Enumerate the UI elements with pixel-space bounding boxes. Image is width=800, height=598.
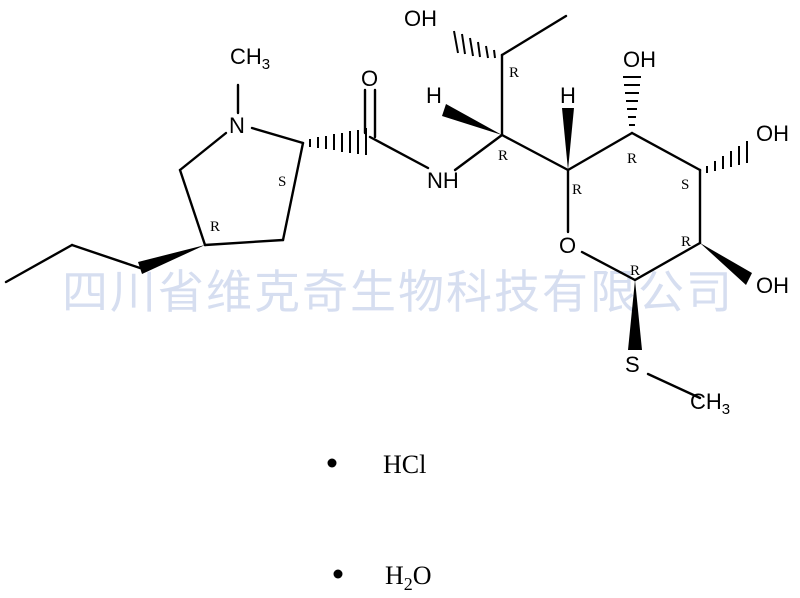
wedge-h-ring — [562, 108, 574, 170]
hashed-bond-side-oh — [453, 30, 496, 59]
atom-label-n-methyl: CH3 — [230, 44, 270, 73]
atom-label-n: N — [229, 113, 245, 138]
stereo-label: R — [509, 65, 519, 81]
hashed-bond-oh-right — [706, 141, 748, 173]
atom-label-side-oh: OH — [404, 6, 437, 31]
watermark: 四川省维克奇生物科技有限公司 — [62, 265, 734, 319]
atom-label-oh-top: OH — [623, 47, 656, 72]
atom-label-s: S — [625, 352, 640, 377]
wedge-s — [628, 280, 642, 350]
propyl-chain — [4, 243, 205, 284]
carbonyl — [363, 88, 430, 170]
atom-label-oh-bottom: OH — [756, 273, 789, 298]
stereo-label: R — [627, 151, 637, 167]
hashed-bond-oh-top — [623, 76, 641, 126]
stereo-label: R — [681, 234, 691, 250]
stereo-label: S — [681, 177, 689, 193]
atom-label-carbonyl-o: O — [361, 66, 378, 91]
pyranose-ring — [500, 131, 702, 282]
atom-label-ring-o: O — [559, 233, 576, 258]
atom-label-oh-right: OH — [756, 121, 789, 146]
stereo-label: R — [498, 148, 508, 164]
pyrrolidine-ring — [178, 83, 305, 247]
atom-label-nh: NH — [427, 168, 459, 193]
wedge-h-left — [442, 104, 502, 135]
atom-label-s-methyl: CH3 — [690, 389, 730, 418]
atom-label-h-ring: H — [560, 83, 576, 108]
bullet-hcl — [327, 458, 337, 468]
stereo-label: R — [630, 263, 640, 279]
salt-h2o: H2O — [385, 561, 432, 594]
stereo-label: R — [572, 182, 582, 198]
bullet-h2o — [333, 569, 343, 579]
salt-hcl: HCl — [383, 450, 426, 479]
hashed-bond-c2 — [309, 128, 367, 155]
wedge-oh-bottom — [700, 243, 752, 285]
stereo-label: R — [210, 219, 220, 235]
stereo-label: S — [278, 174, 286, 190]
atom-label-h-left: H — [426, 83, 442, 108]
